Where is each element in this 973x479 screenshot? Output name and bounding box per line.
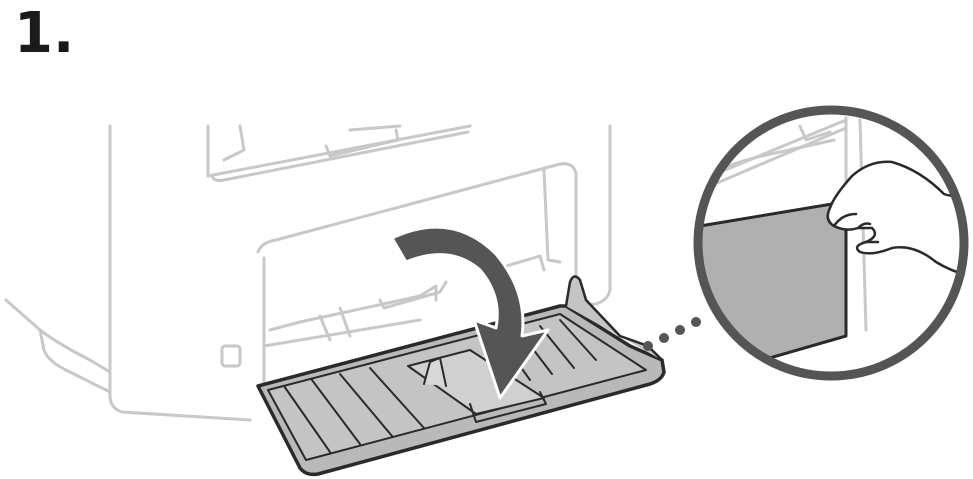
step-number: 1. (14, 1, 75, 66)
front-cover (256, 275, 666, 477)
dotted-leader-icon (643, 317, 701, 351)
magnifier-detail (693, 105, 969, 381)
printer-body (4, 124, 612, 422)
hand-icon (826, 160, 964, 278)
curved-down-arrow-icon (390, 225, 550, 400)
